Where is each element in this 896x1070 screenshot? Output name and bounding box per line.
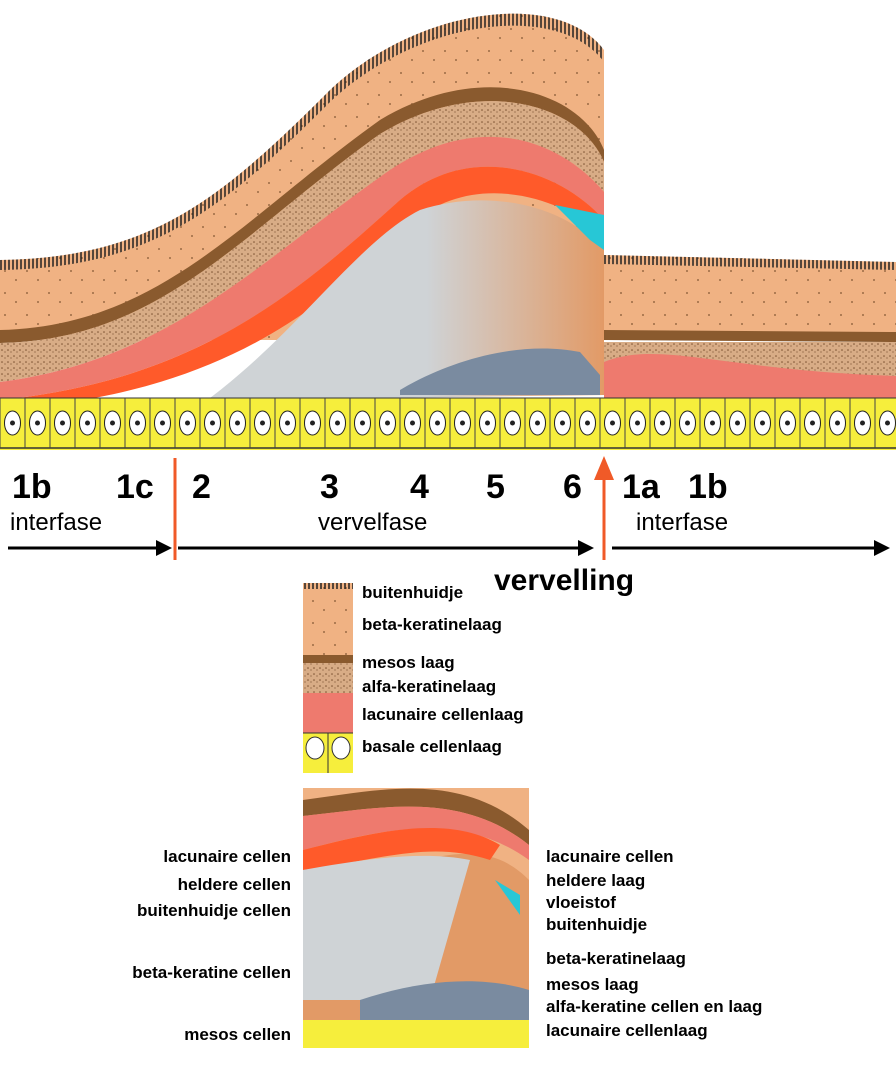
- detail-left-label: lacunaire cellen: [163, 847, 291, 866]
- stage-label: 5: [486, 468, 505, 506]
- stage-labels: 1b 1c 2 3 4 5 6 1a 1b: [12, 468, 728, 506]
- detail-right-label: lacunaire cellenlaag: [546, 1021, 708, 1040]
- detail-right-label: heldere laag: [546, 871, 645, 890]
- stage-label: 1b: [688, 468, 728, 506]
- stage-label: 4: [410, 468, 429, 506]
- phase-label-left: interfase: [10, 509, 102, 536]
- detail-right-label: mesos laag: [546, 975, 639, 994]
- timeline-arrows: [8, 540, 890, 556]
- molting-label: vervelling: [494, 564, 634, 597]
- detail-left-label: mesos cellen: [184, 1025, 291, 1044]
- detail-left-label: buitenhuidje cellen: [137, 901, 291, 920]
- legend-item: basale cellenlaag: [362, 737, 502, 756]
- phase-label-right: interfase: [636, 509, 728, 536]
- detail-labels-left: lacunaire cellen heldere cellen buitenhu…: [132, 847, 291, 1044]
- detail-right-label: vloeistof: [546, 893, 616, 912]
- legend-item: lacunaire cellenlaag: [362, 705, 524, 724]
- detail-labels-right: lacunaire cellen heldere laag vloeistof …: [546, 847, 762, 1040]
- legend-item: beta-keratinelaag: [362, 615, 502, 634]
- legend-item: alfa-keratinelaag: [362, 677, 496, 696]
- detail-right-label: buitenhuidje: [546, 915, 647, 934]
- phase-label-middle: vervelfase: [318, 509, 427, 536]
- stage-label: 3: [320, 468, 339, 506]
- detail-right-label: alfa-keratine cellen en laag: [546, 997, 762, 1016]
- detail-left-label: beta-keratine cellen: [132, 963, 291, 982]
- detail-panel: [303, 788, 529, 1050]
- molting-arrow: [594, 456, 614, 560]
- legend-item: buitenhuidje: [362, 583, 463, 602]
- stage-label: 1a: [622, 468, 661, 506]
- stage-label: 1b: [12, 468, 52, 506]
- stage-label: 6: [563, 468, 582, 506]
- legend: buitenhuidje beta-keratinelaag mesos laa…: [303, 583, 524, 773]
- detail-right-label: lacunaire cellen: [546, 847, 674, 866]
- detail-left-label: heldere cellen: [178, 875, 291, 894]
- stage-label: 1c: [116, 468, 154, 506]
- stage-label: 2: [192, 468, 211, 506]
- legend-item: mesos laag: [362, 653, 455, 672]
- main-cross-section: [0, 14, 896, 450]
- detail-right-label: beta-keratinelaag: [546, 949, 686, 968]
